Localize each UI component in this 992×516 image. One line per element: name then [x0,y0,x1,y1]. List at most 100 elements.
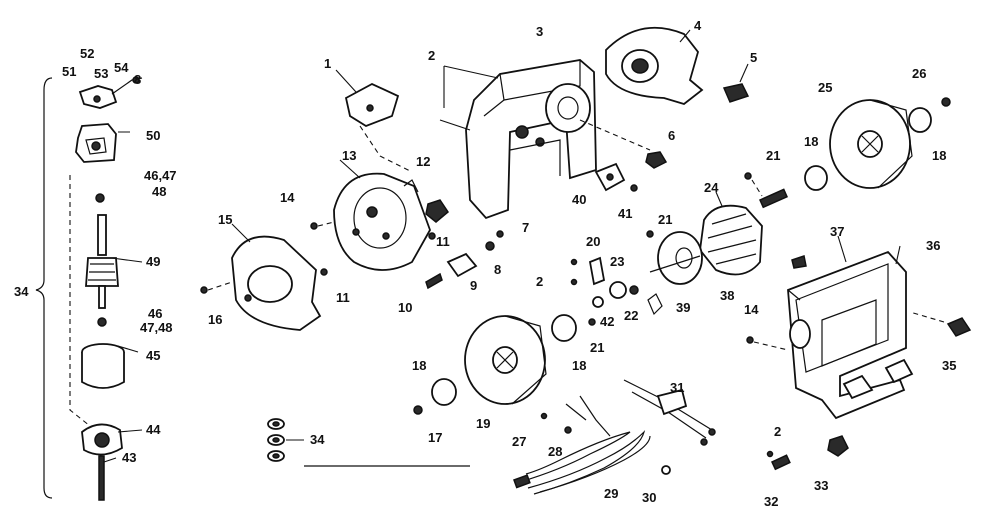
part-32-bolt [771,454,791,471]
part-11-screw [320,268,328,276]
part-21-screw-b [646,230,654,238]
callout-47-48: 47,48 [140,320,173,335]
callout-9: 9 [470,278,477,293]
part-15-cover [231,223,322,331]
callout-21a: 21 [766,148,780,163]
callout-15: 15 [218,212,232,227]
part-23-bearing [609,281,627,299]
part-8-washer [485,241,495,251]
callout-5: 5 [750,50,757,65]
callout-12: 12 [416,154,430,169]
callout-19: 19 [476,416,490,431]
callout-31: 31 [670,380,684,395]
callout-2b: 2 [536,274,543,289]
part-3-housing [439,59,651,220]
part-13-end-housing [333,159,431,271]
callout-30: 30 [642,490,656,505]
callout-11: 11 [336,290,350,305]
part-18-washer-c [431,378,457,406]
callout-18d: 18 [932,148,946,163]
part-35-foot [946,317,972,337]
callout-29: 29 [604,486,618,501]
part-7-screw [496,230,504,238]
callout-44: 44 [146,422,161,437]
callout-42: 42 [600,314,614,329]
callout-32: 32 [764,494,778,509]
part-12-nut [425,199,449,223]
callout-numbers: 1 2 3 4 5 6 7 8 9 10 11 11 12 13 14 14 1… [14,18,956,509]
callout-16: 16 [208,312,222,327]
callout-7: 7 [522,220,529,235]
callout-10: 10 [398,300,412,315]
part-42-washer [592,296,604,308]
callout-18c: 18 [804,134,818,149]
callout-11b: 11 [436,234,450,249]
callout-54: 54 [114,60,129,75]
part-25-wheel [829,99,913,189]
part-39-endbell [649,231,703,285]
part-20-spring [588,256,606,286]
part-1-plate [335,69,413,173]
callout-26: 26 [912,66,926,81]
part-24-motor [699,188,788,276]
callout-49: 49 [146,254,160,269]
part-21-screw-c [588,318,596,326]
part-9-key [446,252,478,278]
part-17-nut [413,405,423,415]
part-31-leads [623,379,716,446]
callout-20: 20 [586,234,600,249]
callout-18b: 18 [572,358,586,373]
part-26-nut [941,97,951,107]
part-28-screw [564,426,572,434]
part-4-guard [605,26,704,105]
callout-8-small: 8 [134,72,141,87]
part-5-clip [722,83,750,103]
part-14-screw-b [746,336,754,344]
callout-23: 23 [610,254,624,269]
callout-17: 17 [428,430,442,445]
part-18-washer-a [804,165,828,191]
callout-48: 48 [152,184,166,199]
part-30-ring [661,465,671,475]
callout-45: 45 [146,348,160,363]
callout-14b: 14 [744,302,759,317]
part-37-base [787,235,914,420]
callout-28: 28 [548,444,562,459]
callout-41: 41 [618,206,632,221]
callout-46: 46 [148,306,162,321]
part-22-washer [629,285,639,295]
part-34-washers [267,418,304,462]
part-18-washer-d [551,314,577,342]
callout-46-47: 46,47 [144,168,177,183]
part-27-screw [540,412,548,420]
callout-21c: 21 [590,340,604,355]
callout-36: 36 [926,238,940,253]
part-18-washer-b [908,107,932,133]
callout-24: 24 [704,180,719,195]
callout-33: 33 [814,478,828,493]
callout-37: 37 [830,224,844,239]
callout-18a: 18 [412,358,426,373]
callout-22: 22 [624,308,638,323]
part-21-screw-a [744,172,752,180]
callout-53: 53 [94,66,108,81]
part-33-foot [827,435,849,457]
callout-52: 52 [80,46,94,61]
part-19-wheel [464,315,547,405]
callout-13: 13 [342,148,356,163]
callout-8: 8 [494,262,501,277]
part-16-screw [200,286,208,294]
part-10-pin [425,272,443,290]
callout-3: 3 [536,24,543,39]
callout-2: 2 [428,48,435,63]
callout-39: 39 [676,300,690,315]
callout-51: 51 [62,64,76,79]
callout-43: 43 [122,450,136,465]
callout-40: 40 [572,192,586,207]
part-29-cord [513,395,651,495]
callout-2c: 2 [774,424,781,439]
callout-4: 4 [694,18,702,33]
part-14-screw [310,222,318,230]
